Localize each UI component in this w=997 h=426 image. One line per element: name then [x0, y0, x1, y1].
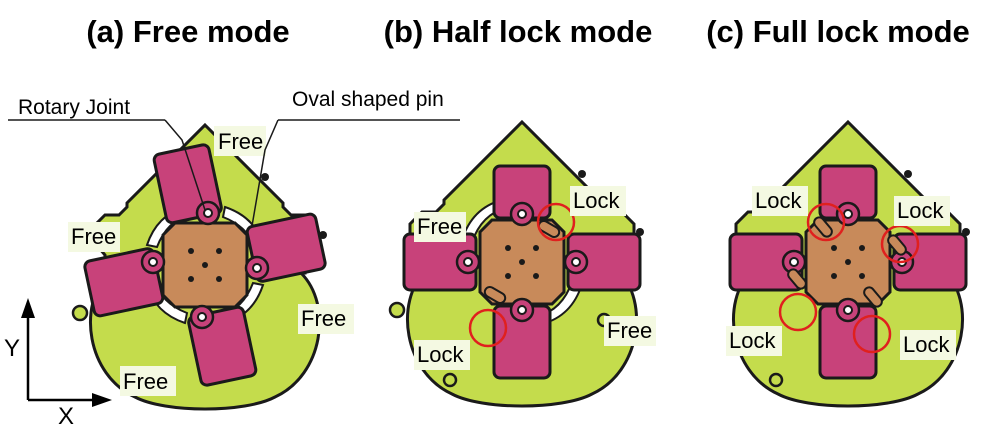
- panel-b-label-top-right: Lock: [573, 188, 620, 213]
- panel-b-label-right: Free: [607, 318, 652, 343]
- panel-c-label-top-left: Lock: [755, 188, 802, 213]
- panel-c-label-top-right: Lock: [897, 198, 944, 223]
- panel-c-label-bottom-left: Lock: [729, 328, 776, 353]
- panel-c-mechanism: [728, 120, 970, 408]
- x-axis-label: X: [58, 403, 74, 426]
- panel-b-title: (b) Half lock mode: [384, 14, 653, 49]
- panel-a-label-right: Free: [301, 306, 346, 331]
- panel-a-label-bottom: Free: [123, 369, 168, 394]
- panel-a-label-left: Free: [71, 224, 116, 249]
- y-axis-label: Y: [4, 335, 20, 362]
- xy-axes: Y X: [4, 298, 112, 426]
- panel-b-label-left: Free: [417, 214, 462, 239]
- panel-b-label-bottom-left: Lock: [417, 342, 464, 367]
- rotary-joint-label: Rotary Joint: [18, 96, 130, 119]
- panel-c-title: (c) Full lock mode: [706, 14, 970, 49]
- panel-a-label-top: Free: [218, 129, 263, 154]
- panel-b-mechanism: [388, 120, 644, 408]
- panel-a-title: (a) Free mode: [86, 14, 289, 49]
- rotary-joint-callout: Rotary Joint: [8, 96, 206, 211]
- panel-a-mechanism: [71, 123, 327, 411]
- oval-pin-callout: Oval shaped pin: [251, 88, 460, 227]
- panel-c-label-bottom-right: Lock: [903, 332, 950, 357]
- oval-pin-label: Oval shaped pin: [292, 88, 444, 111]
